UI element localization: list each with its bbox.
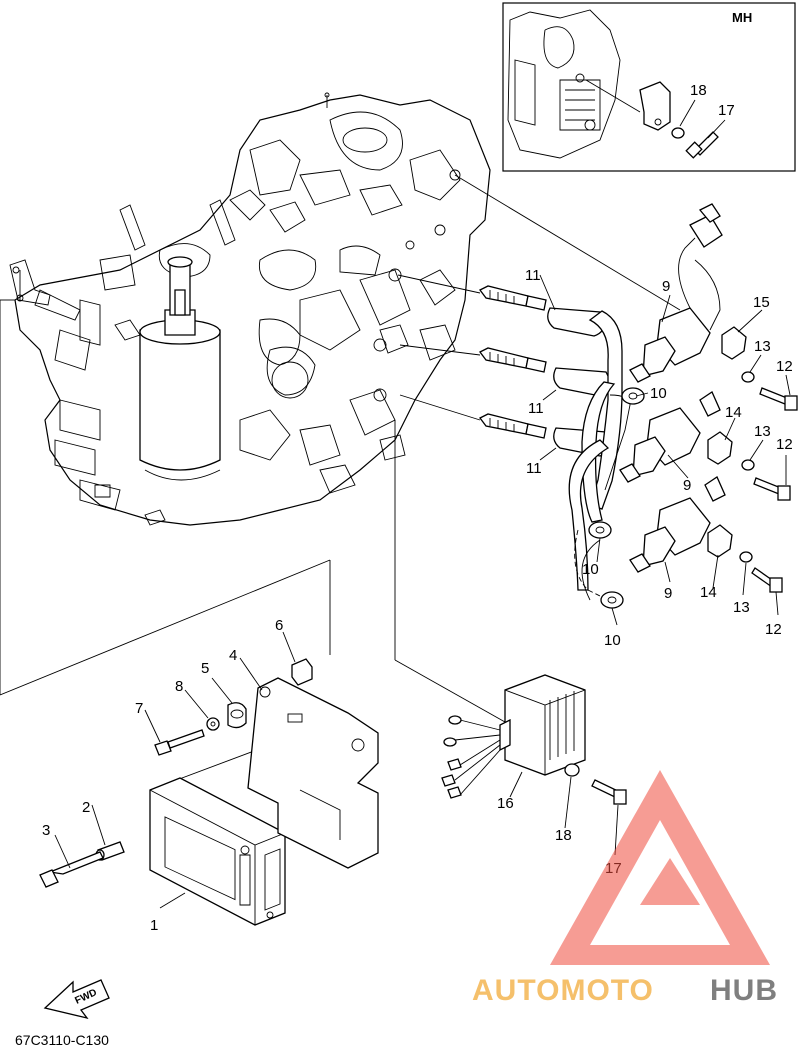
callout-1: 1 — [150, 917, 158, 934]
callout-7: 7 — [135, 700, 143, 717]
starter-motor — [139, 256, 221, 481]
callout-10-top: 10 — [650, 385, 667, 402]
grommets — [588, 387, 645, 609]
diagram-code: 67C3110-C130 — [15, 1032, 109, 1048]
callout-6: 6 — [275, 617, 283, 634]
plug-caps — [547, 307, 611, 457]
inset-label: MH — [732, 10, 752, 25]
washers-bolts-right — [739, 371, 798, 593]
callout-9-middle: 9 — [683, 477, 691, 494]
inset-mh: MH 18 17 — [502, 2, 796, 172]
spark-plugs — [479, 285, 547, 439]
callout-numbers: 1 2 3 4 5 6 7 8 9 9 9 10 10 10 11 11 11 … — [42, 267, 793, 934]
callout-10-middle: 10 — [582, 561, 599, 578]
inset-callout-17: 17 — [718, 102, 735, 119]
callout-2: 2 — [82, 799, 90, 816]
cdi-unit — [149, 777, 286, 926]
spacer-bolt — [39, 841, 125, 888]
inset-callout-18: 18 — [690, 82, 707, 99]
callout-13-middle: 13 — [754, 423, 771, 440]
engine-block — [9, 92, 491, 526]
watermark-text-hub: HUB — [710, 974, 778, 1007]
callout-16: 16 — [497, 795, 514, 812]
callout-8: 8 — [175, 678, 183, 695]
callout-leaders — [54, 274, 791, 909]
callout-15: 15 — [753, 294, 770, 311]
callout-12-bottom: 12 — [765, 621, 782, 638]
callout-13-top: 13 — [754, 338, 771, 355]
callout-11-top: 11 — [525, 267, 541, 284]
rectifier-regulator — [441, 674, 627, 805]
callout-12-top: 12 — [776, 358, 793, 375]
watermark: AUTOMOTO HUB — [472, 770, 778, 1007]
callout-9-top: 9 — [662, 278, 670, 295]
callout-14-bottom: 14 — [700, 584, 717, 601]
ignition-coils — [619, 203, 726, 573]
callout-5: 5 — [201, 660, 209, 677]
small-hardware — [154, 658, 313, 756]
callout-12-middle: 12 — [776, 436, 793, 453]
callout-11-middle: 11 — [528, 400, 544, 417]
clamps — [707, 326, 747, 558]
callout-14-top: 14 — [725, 404, 742, 421]
ht-leads — [568, 310, 631, 601]
watermark-triangle-logo — [550, 770, 770, 965]
callout-11-bottom: 11 — [526, 460, 542, 477]
callout-4: 4 — [229, 647, 237, 664]
callout-13-bottom: 13 — [733, 599, 750, 616]
watermark-text-auto: AUTOMOTO — [472, 974, 654, 1007]
callout-3: 3 — [42, 822, 50, 839]
callout-9-bottom: 9 — [664, 585, 672, 602]
bracket — [247, 677, 379, 869]
callout-18: 18 — [555, 827, 572, 844]
fwd-arrow: FWD — [43, 979, 110, 1020]
callout-10-bottom: 10 — [604, 632, 621, 649]
